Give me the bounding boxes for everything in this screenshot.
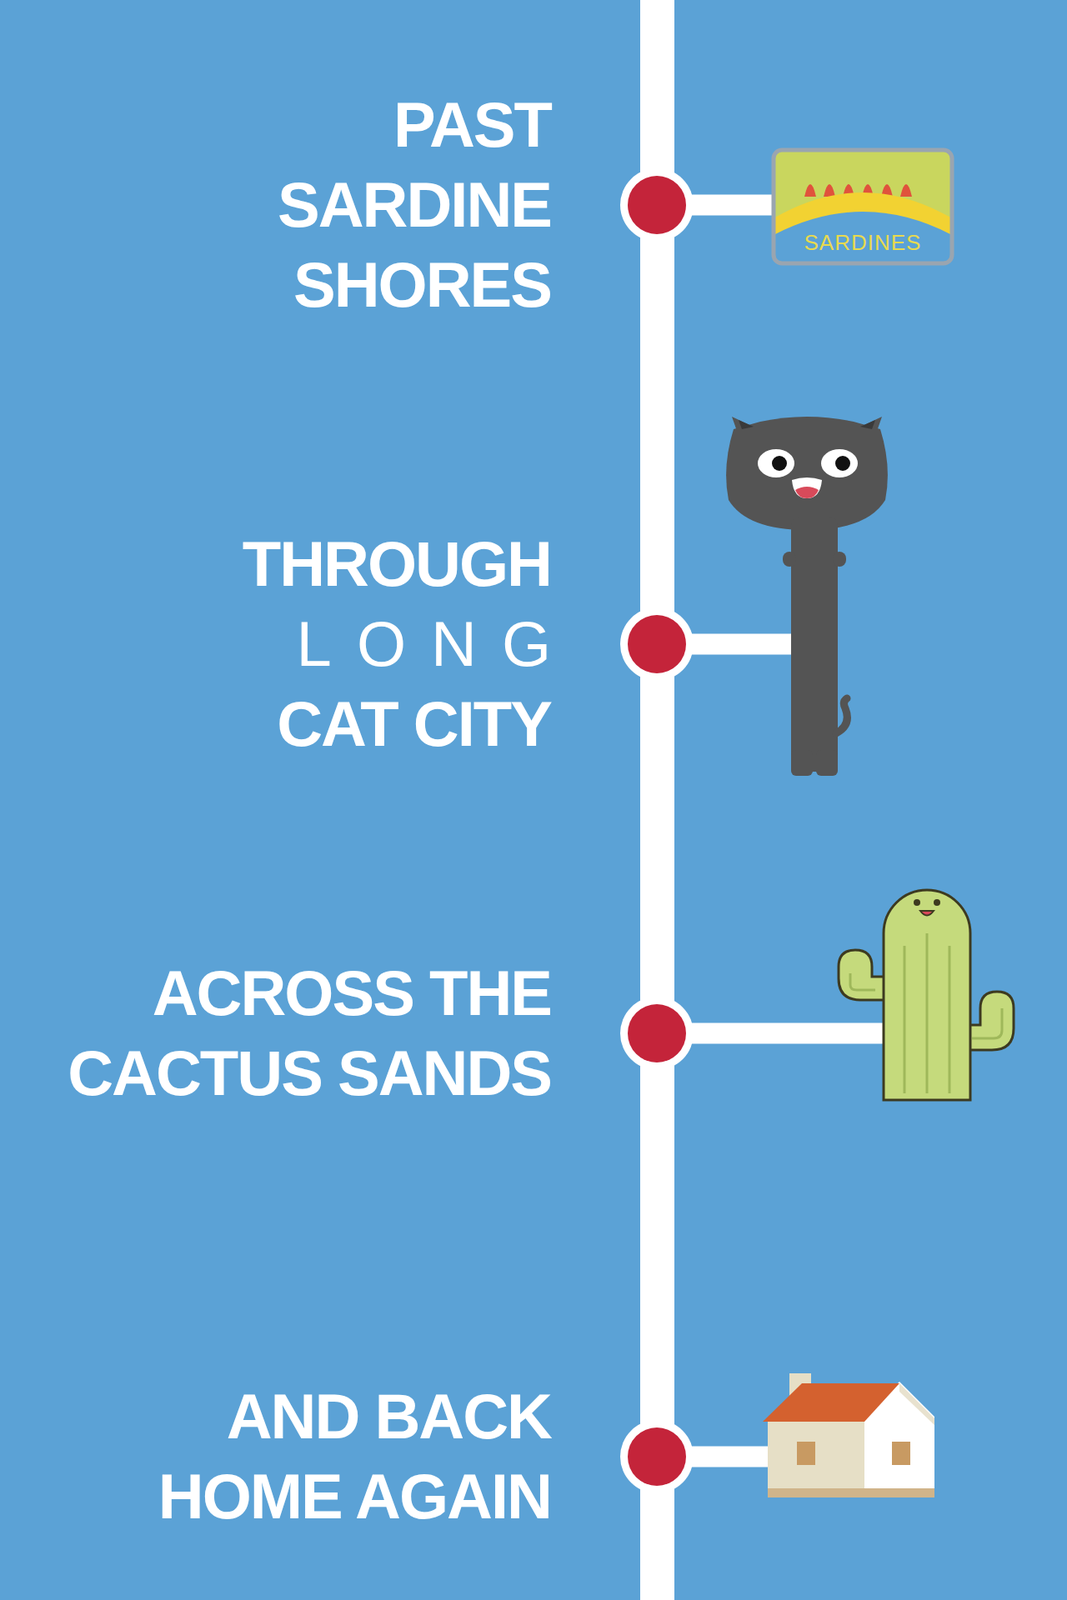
stop-text: AND BACK HOME AGAIN bbox=[125, 1377, 552, 1538]
can-label: SARDINES bbox=[804, 230, 922, 256]
can-label-box: SARDINES bbox=[773, 230, 952, 256]
house bbox=[762, 1373, 935, 1498]
sardine-can bbox=[773, 150, 952, 264]
stop-text: THROUGHLONGCAT CITY bbox=[242, 524, 552, 765]
stop-dots bbox=[620, 168, 694, 1494]
stop-label: LONG bbox=[296, 604, 577, 685]
stop-label: ACROSS THE CACTUS SANDS bbox=[30, 953, 552, 1114]
stop-label: CAT CITY bbox=[276, 684, 552, 765]
stop-bars bbox=[656, 205, 887, 1458]
long-cat bbox=[726, 416, 888, 777]
stop-label: AND BACK HOME AGAIN bbox=[125, 1377, 552, 1538]
stop-label: PAST SARDINE SHORES bbox=[277, 85, 552, 326]
stop-text: PAST SARDINE SHORES bbox=[277, 85, 552, 326]
stop-text: ACROSS THE CACTUS SANDS bbox=[30, 953, 552, 1114]
cactus bbox=[838, 890, 1014, 1101]
stop-label: THROUGH bbox=[242, 524, 552, 605]
